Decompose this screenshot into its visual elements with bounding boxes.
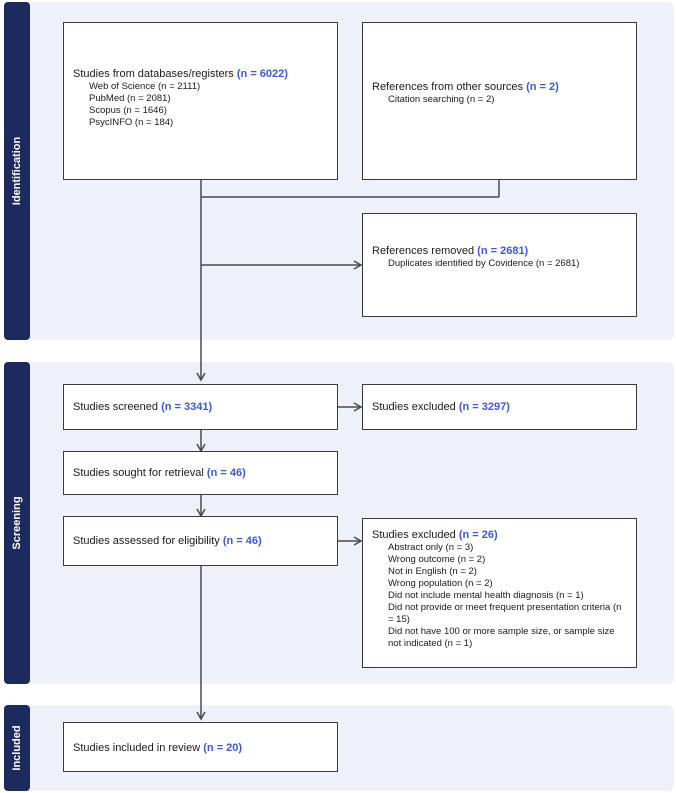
exclusion-reason: Wrong outcome (n = 2) bbox=[388, 554, 486, 565]
references-removed-count: (n = 2681) bbox=[477, 245, 529, 257]
databases-label: Studies from databases/registers bbox=[73, 68, 234, 80]
studies-included-label: Studies included in review bbox=[73, 742, 201, 754]
included-stage-label: Included bbox=[4, 705, 30, 791]
database-item: Web of Science (n = 2111) bbox=[89, 81, 201, 92]
screening-stage-label: Screening bbox=[4, 362, 30, 684]
studies-assessed-box: Studies assessed for eligibility (n = 46… bbox=[63, 516, 338, 566]
studies-sought-box: Studies sought for retrieval (n = 46) bbox=[63, 451, 338, 495]
exclusion-reason: Abstract only (n = 3) bbox=[388, 542, 474, 553]
identification-stage-label: Identification bbox=[4, 2, 30, 340]
studies-excluded-count: (n = 3297) bbox=[458, 401, 510, 413]
databases-count: (n = 6022) bbox=[236, 68, 288, 80]
exclusion-reason: Not in English (n = 2) bbox=[388, 566, 477, 577]
studies-sought-label: Studies sought for retrieval bbox=[73, 467, 204, 479]
exclusion-reason: Did not provide or meet frequent present… bbox=[388, 602, 622, 625]
studies-screened-box: Studies screened (n = 3341) bbox=[63, 384, 338, 430]
eligibility-excluded-count: (n = 26) bbox=[458, 529, 498, 541]
other-sources-count: (n = 2) bbox=[526, 81, 559, 93]
studies-screened-count: (n = 3341) bbox=[161, 401, 213, 413]
studies-sought-count: (n = 46) bbox=[206, 467, 246, 479]
other-sources-box: References from other sources (n = 2) Ci… bbox=[362, 22, 637, 180]
studies-excluded-eligibility-box: Studies excluded (n = 26) Abstract only … bbox=[362, 518, 637, 668]
exclusion-reason: Wrong population (n = 2) bbox=[388, 578, 493, 589]
other-source-item: Citation searching (n = 2) bbox=[388, 94, 495, 105]
references-removed-label: References removed bbox=[372, 245, 475, 257]
exclusion-reason: Did not include mental health diagnosis … bbox=[388, 590, 584, 601]
other-sources-label: References from other sources bbox=[372, 81, 524, 93]
exclusion-reason: Did not have 100 or more sample size, or… bbox=[388, 626, 615, 649]
studies-included-box: Studies included in review (n = 20) bbox=[63, 722, 338, 772]
studies-excluded-label: Studies excluded bbox=[372, 401, 456, 413]
database-item: PsycINFO (n = 184) bbox=[89, 117, 174, 128]
studies-included-count: (n = 20) bbox=[203, 742, 243, 754]
studies-assessed-count: (n = 46) bbox=[222, 535, 262, 547]
studies-assessed-label: Studies assessed for eligibility bbox=[73, 535, 220, 547]
databases-box: Studies from databases/registers (n = 60… bbox=[63, 22, 338, 180]
eligibility-excluded-label: Studies excluded bbox=[372, 529, 456, 541]
removed-item: Duplicates identified by Covidence (n = … bbox=[388, 258, 580, 269]
studies-screened-label: Studies screened bbox=[73, 401, 158, 413]
database-item: Scopus (n = 1646) bbox=[89, 105, 167, 116]
database-item: PubMed (n = 2081) bbox=[89, 93, 171, 104]
references-removed-box: References removed (n = 2681) Duplicates… bbox=[362, 213, 637, 317]
studies-excluded-box: Studies excluded (n = 3297) bbox=[362, 384, 637, 430]
